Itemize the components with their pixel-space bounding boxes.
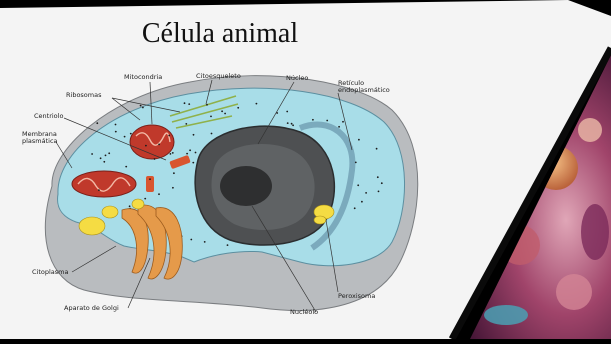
label-peroxisome: Peroxisoma — [338, 293, 375, 300]
label-cytoskeleton: Citoesqueleto — [196, 73, 241, 80]
label-mitochondria: Mitocondria — [124, 74, 162, 81]
slide-title: Célula animal — [0, 18, 440, 50]
label-er-line2: endoplasmático — [338, 87, 390, 94]
label-golgi: Aparato de Golgi — [64, 305, 119, 312]
label-ribosomes: Ribosomas — [66, 92, 102, 99]
label-centriole: Centriolo — [34, 113, 63, 120]
label-nucleus: Núcleo — [286, 75, 308, 82]
label-cytoplasm: Citoplasma — [32, 269, 69, 276]
nucleolus — [220, 166, 272, 206]
label-nucleolus: Nucléolo — [290, 309, 318, 316]
label-membrane-line2: plasmática — [22, 138, 58, 145]
